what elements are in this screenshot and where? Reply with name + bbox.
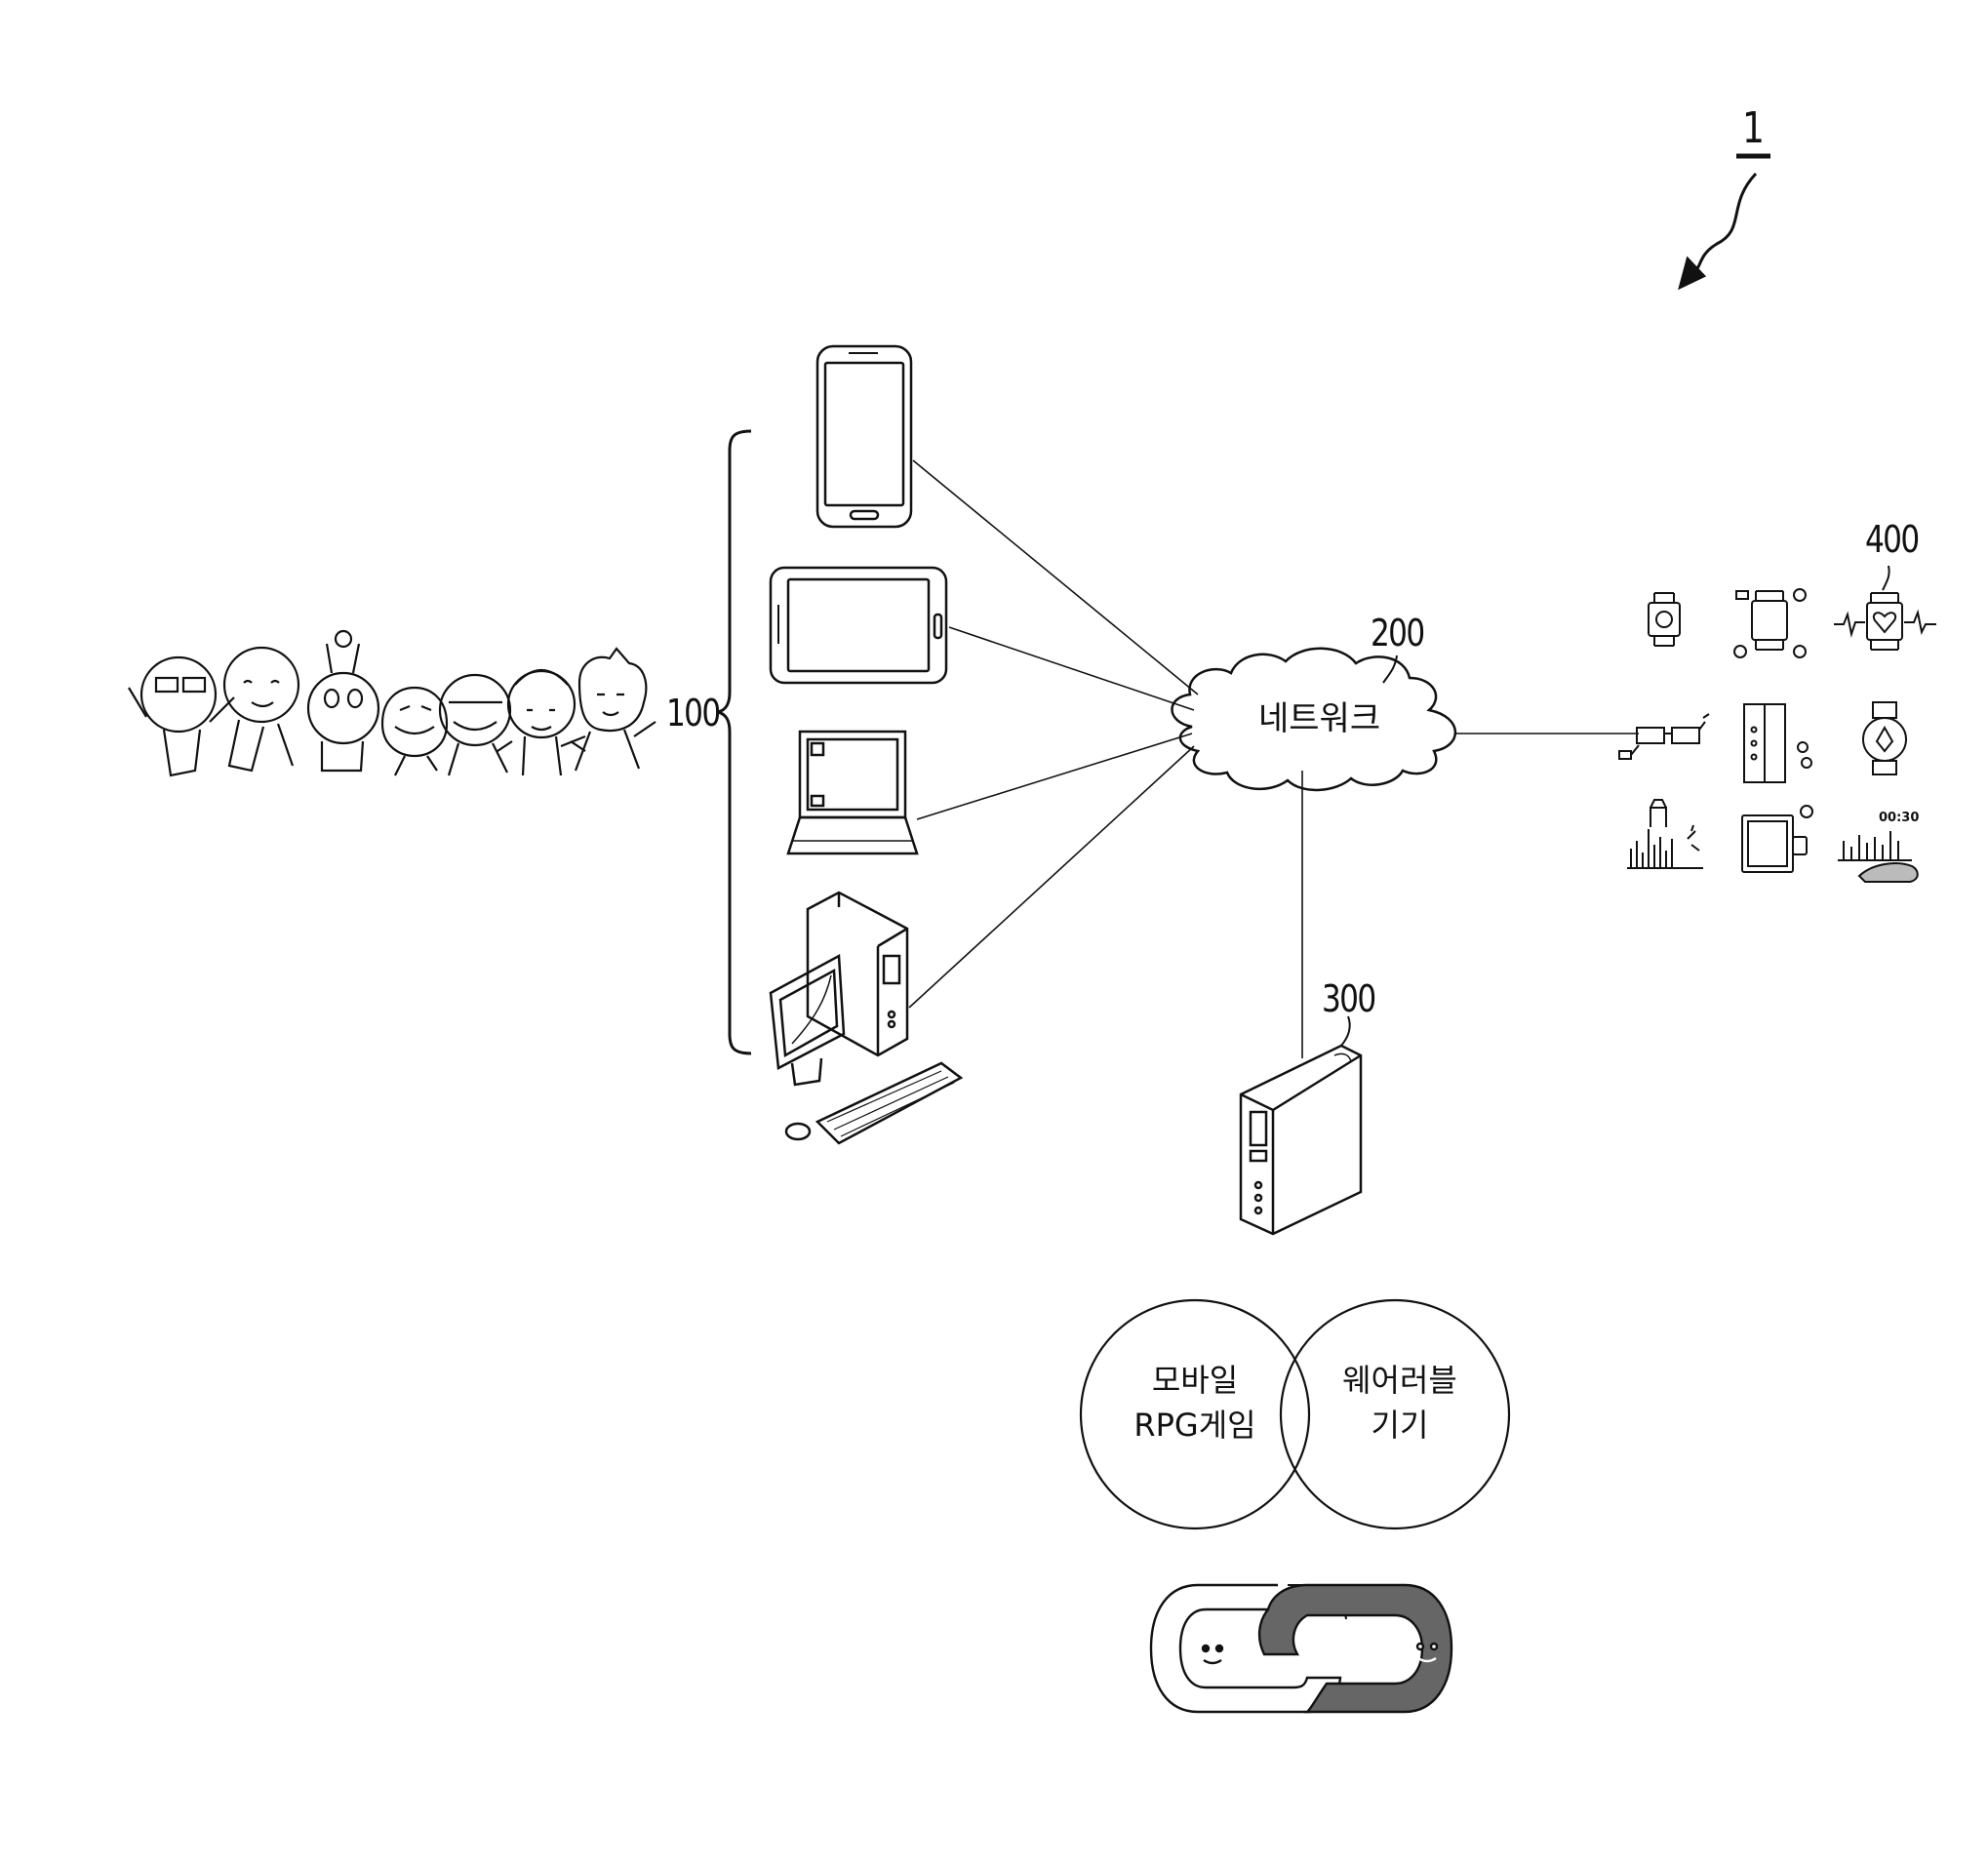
smartwatch-icon: [1648, 592, 1681, 647]
device-group-brace: [717, 429, 752, 1055]
heart-rate-watch-icon: [1834, 592, 1936, 651]
cloud-icon: [1171, 647, 1457, 792]
reference-leader-300: [1340, 1015, 1351, 1047]
smartphone-icon: [815, 344, 913, 529]
reference-leader-400: [1882, 565, 1890, 591]
smartwatch-notifications-icon: [1733, 588, 1807, 658]
reference-numeral-200: 200: [1371, 612, 1425, 655]
venn-right-label: 웨어러블 기기: [1322, 1358, 1478, 1448]
reference-leader-200: [1382, 655, 1398, 684]
venn-circle-left: [1079, 1298, 1311, 1530]
smart-band-icon: [1743, 703, 1812, 783]
wearables-grid: [1618, 588, 1936, 883]
venn-circle-right: [1279, 1298, 1511, 1530]
smart-glasses-icon: [1618, 713, 1710, 760]
tablet-with-watch-icon: [1741, 805, 1813, 873]
venn-right-line2: 기기: [1371, 1407, 1429, 1445]
characters-group-illustration: [128, 629, 656, 777]
reference-arrow-1: [1678, 153, 1770, 291]
timer-text: 00:30: [1879, 811, 1920, 825]
running-shoe-chart-icon: [1838, 831, 1919, 883]
server-tower-icon: [1239, 1044, 1363, 1236]
link-chain-icon: [1149, 1583, 1453, 1714]
venn-left-label: 모바일 RPG게임: [1122, 1358, 1268, 1448]
connection-lines: [908, 459, 1639, 1058]
reference-numeral-300: 300: [1322, 977, 1376, 1020]
reference-numeral-1: 1: [1742, 103, 1765, 153]
network-label: 네트워크: [1258, 699, 1381, 738]
tablet-icon: [769, 566, 948, 685]
venn-left-line1: 모바일: [1151, 1362, 1239, 1399]
venn-left-line2: RPG게임: [1133, 1407, 1256, 1445]
venn-diagram: [1079, 1298, 1511, 1530]
venn-right-line1: 웨어러블: [1342, 1362, 1457, 1399]
reference-numeral-400: 400: [1865, 518, 1920, 561]
desktop-pc-icon: [769, 891, 964, 1145]
reference-numeral-100: 100: [666, 692, 721, 734]
laptop-icon: [786, 730, 919, 855]
activity-chart-icon: [1627, 799, 1703, 869]
gps-watch-icon: [1862, 701, 1907, 775]
